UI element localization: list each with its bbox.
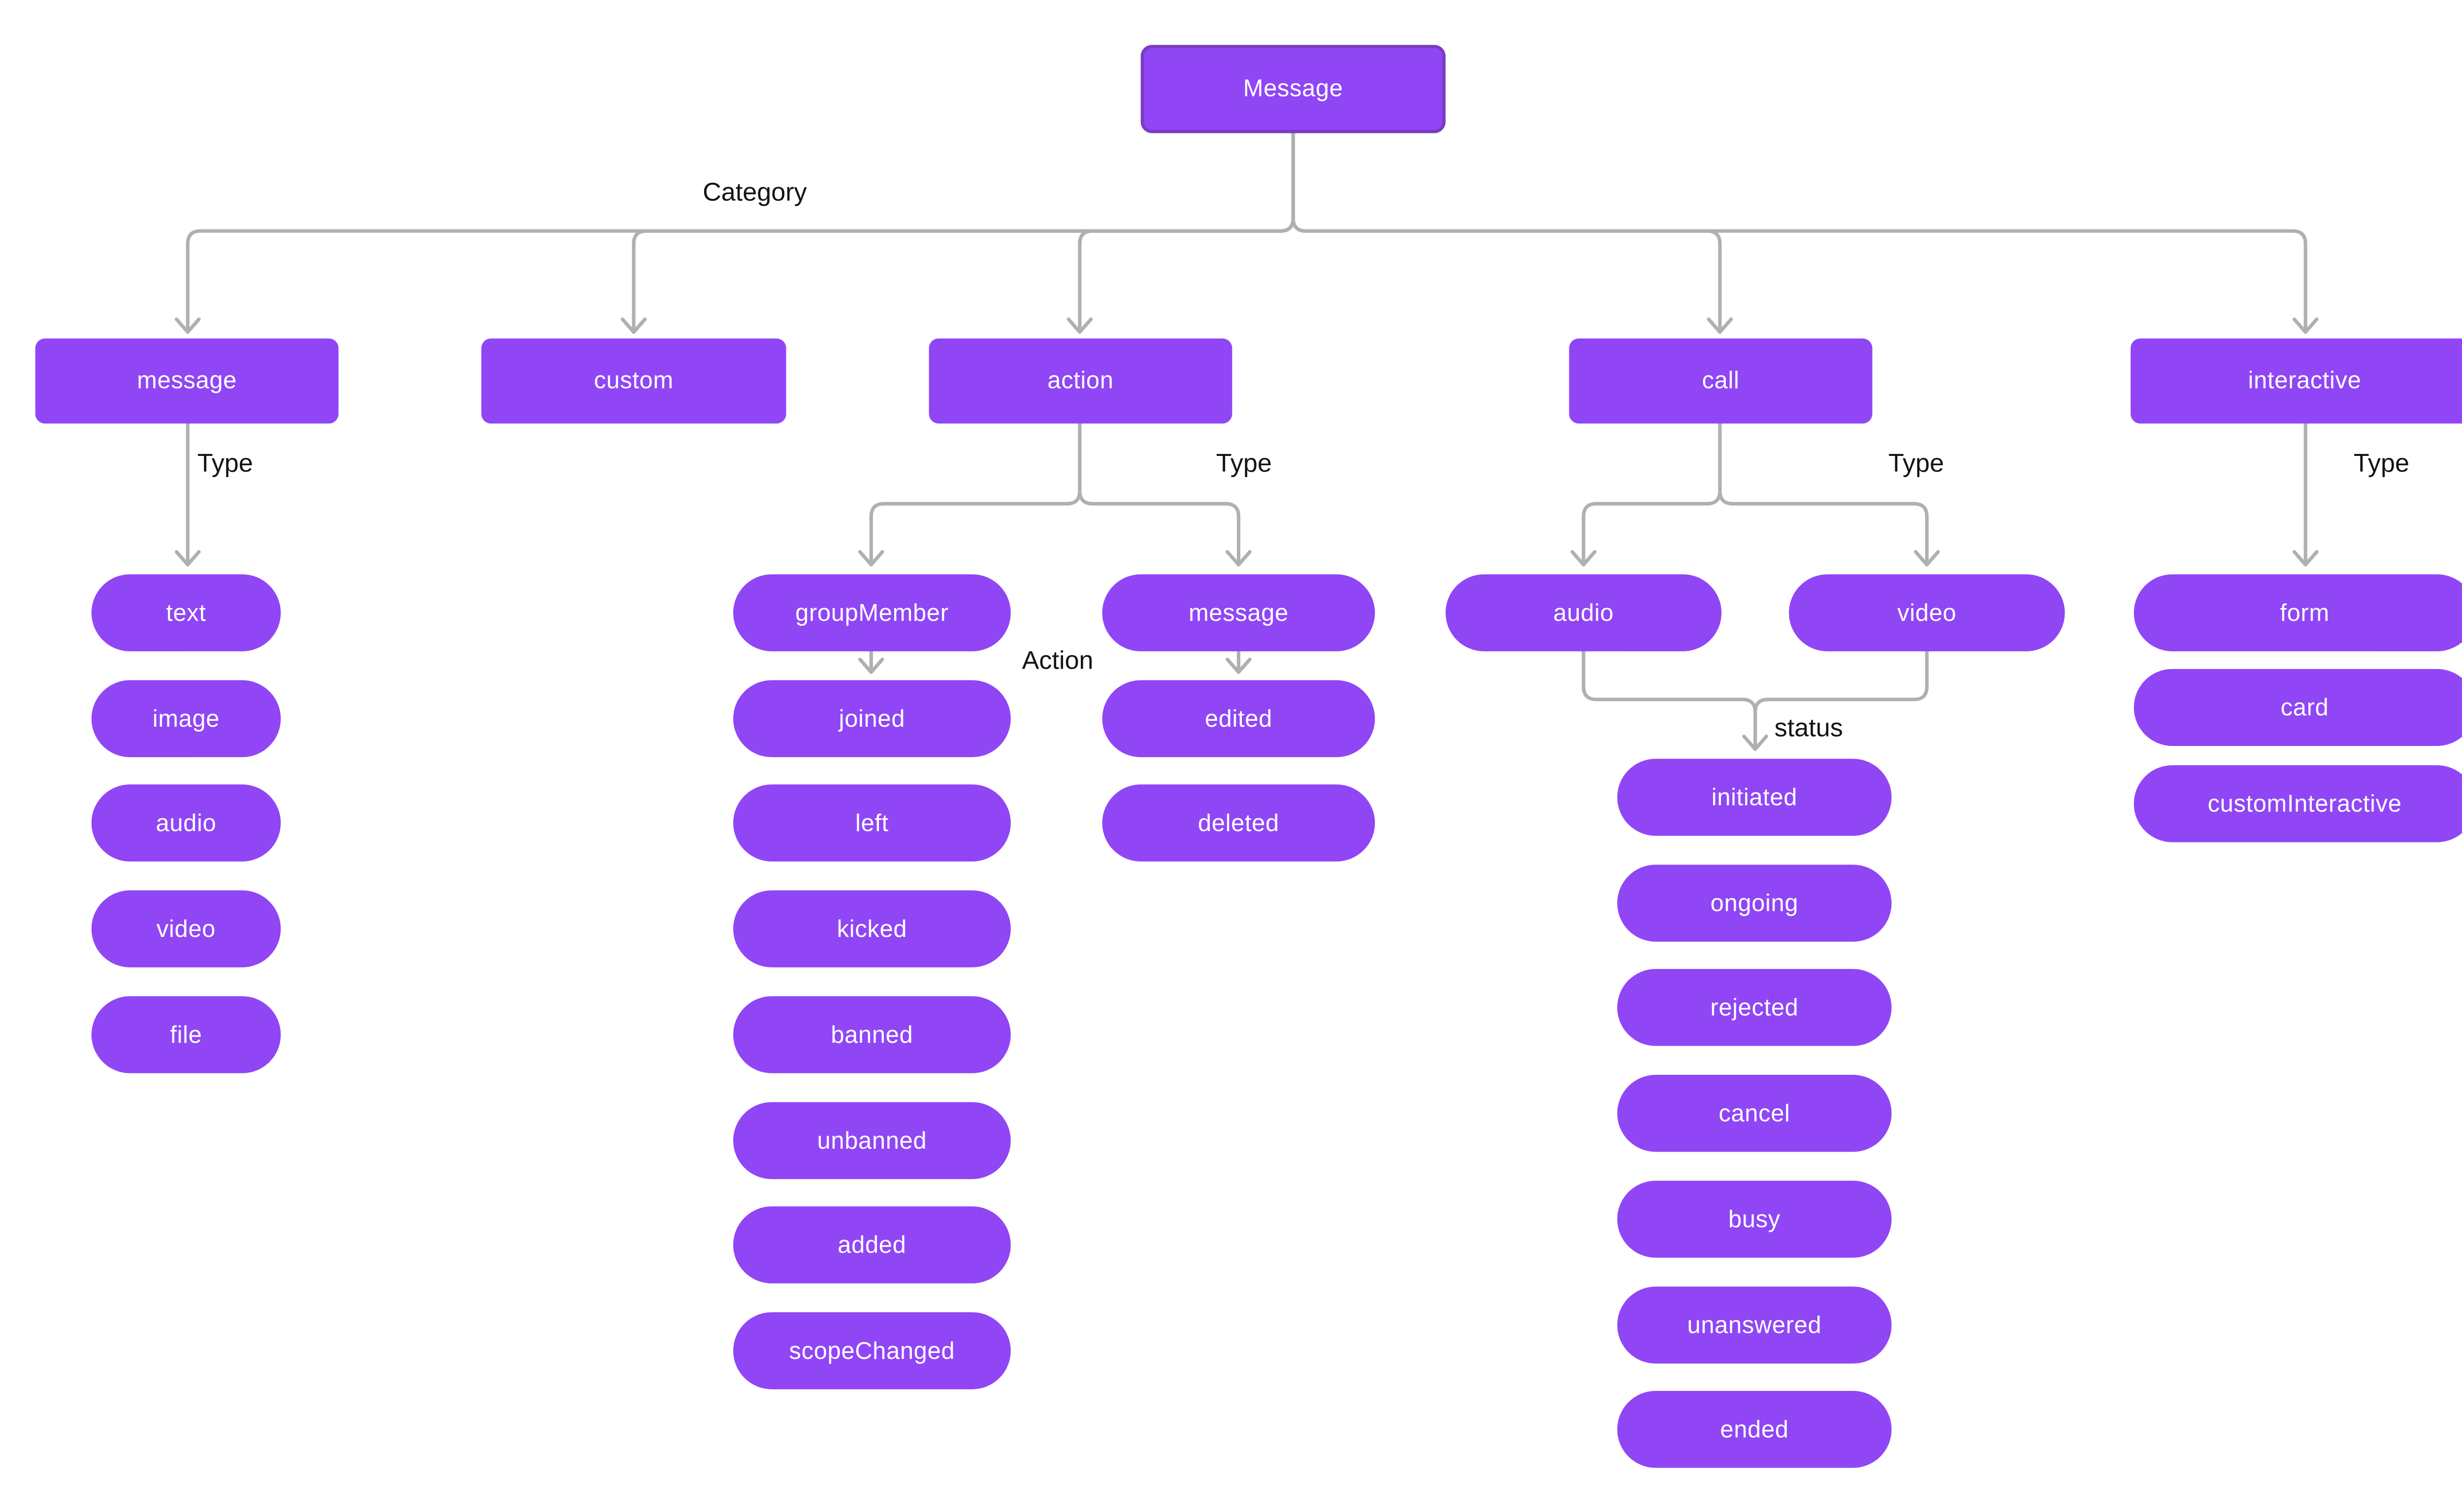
node-call-type-video: video [1789,574,2065,651]
node-root-message: Message [1140,45,1446,133]
node-action-type-message: message [1102,574,1375,651]
edge-message-to-edited [1226,649,1252,674]
edge-call-to-audio [1570,421,1722,567]
node-message-action-deleted: deleted [1102,784,1375,862]
edge-call-to-video [1718,421,1940,567]
node-call-status-rejected: rejected [1617,969,1892,1046]
node-message-type-file: file [91,996,281,1073]
edge-groupmember-to-joined [858,649,884,674]
node-interactive-type-card: card [2134,669,2462,746]
node-interactive-type-custominteractive: customInteractive [2134,765,2462,842]
node-call-status-busy: busy [1617,1181,1892,1258]
label-type-interactive: Type [2353,450,2409,478]
node-call-status-cancel: cancel [1617,1075,1892,1152]
node-action-type-groupmember: groupMember [733,574,1011,651]
node-call-status-initiated: initiated [1617,759,1892,836]
node-category-message: message [35,338,339,424]
node-groupmember-action-banned: banned [733,996,1011,1073]
node-category-call: call [1569,338,1873,424]
label-type-message: Type [197,450,253,478]
edge-interactive-to-form [2292,421,2319,567]
node-groupmember-action-scopechanged: scopeChanged [733,1312,1011,1389]
node-groupmember-action-left: left [733,784,1011,862]
label-category: Category [703,179,807,207]
node-message-type-audio: audio [91,784,281,862]
node-message-type-text: text [91,574,281,651]
node-message-type-video: video [91,890,281,967]
edge-root-to-interactive [1291,131,2319,334]
node-category-action: action [929,338,1232,424]
node-call-type-audio: audio [1445,574,1722,651]
node-call-status-unanswered: unanswered [1617,1287,1892,1364]
edge-message-to-text [174,421,201,567]
label-status: status [1774,715,1843,743]
node-category-interactive: interactive [2131,338,2462,424]
label-type-action: Type [1216,450,1272,478]
node-groupmember-action-added: added [733,1206,1011,1284]
node-message-action-edited: edited [1102,680,1375,757]
node-call-status-ended: ended [1617,1390,1892,1468]
edge-root-to-action [1067,131,1295,334]
label-type-call: Type [1888,450,1944,478]
node-groupmember-action-joined: joined [733,680,1011,757]
label-action: Action [1022,648,1094,676]
edge-action-to-groupmember [858,421,1082,567]
edge-audio-to-initiated [1582,649,1768,751]
node-message-type-image: image [91,680,281,757]
node-interactive-type-form: form [2134,574,2462,651]
node-groupmember-action-unbanned: unbanned [733,1102,1011,1179]
node-category-custom: custom [481,338,786,424]
edge-video-to-initiated [1753,649,1929,751]
edge-action-to-message [1078,421,1252,567]
node-groupmember-action-kicked: kicked [733,890,1011,967]
node-call-status-ongoing: ongoing [1617,865,1892,942]
